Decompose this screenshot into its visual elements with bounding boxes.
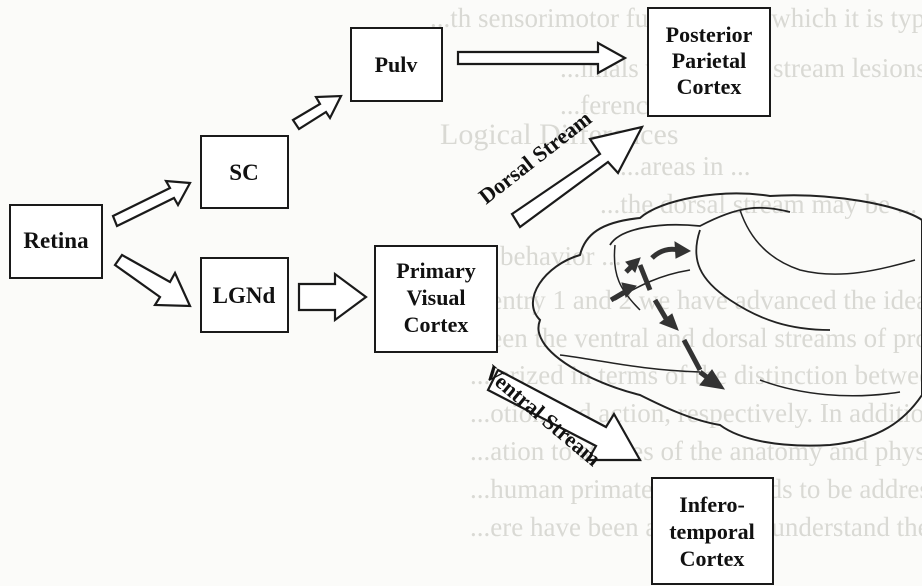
box-v1-label-line1: Primary <box>396 258 475 283</box>
box-pulv: Pulv <box>351 28 442 101</box>
arrow-sc-to-pulv <box>293 96 341 129</box>
box-retina: Retina <box>10 205 102 278</box>
brain-pathway-arrows <box>611 242 724 389</box>
box-lgnd-label: LGNd <box>213 283 276 308</box>
arrow-lgnd-to-v1 <box>299 274 366 320</box>
brain-illustration <box>533 193 922 445</box>
box-posterior-parietal-cortex: Posterior Parietal Cortex <box>648 8 770 116</box>
box-lgnd: LGNd <box>201 258 288 332</box>
box-inferotemporal-cortex: Infero- temporal Cortex <box>652 478 773 584</box>
box-primary-visual-cortex: Primary Visual Cortex <box>375 246 497 352</box>
box-sc-label: SC <box>229 160 258 185</box>
box-retina-label: Retina <box>23 228 89 253</box>
arrow-pulv-to-ppc <box>458 43 625 73</box>
box-it-label-line3: Cortex <box>680 546 745 571</box>
arrow-retina-to-lgnd <box>115 255 190 306</box>
arrow-retina-to-sc <box>113 181 190 226</box>
dorsal-stream-label: Dorsal Stream <box>474 106 596 209</box>
box-ppc-label-line1: Posterior <box>666 22 753 47</box>
box-sc: SC <box>201 136 288 208</box>
box-v1-label-line3: Cortex <box>404 312 469 337</box>
box-it-label-line1: Infero- <box>679 492 745 517</box>
box-pulv-label: Pulv <box>375 52 418 77</box>
arrow-dorsal-stream <box>512 127 642 227</box>
box-it-label-line2: temporal <box>669 519 755 544</box>
box-ppc-label-line3: Cortex <box>677 74 742 99</box>
box-v1-label-line2: Visual <box>406 285 465 310</box>
box-ppc-label-line2: Parietal <box>672 48 747 73</box>
